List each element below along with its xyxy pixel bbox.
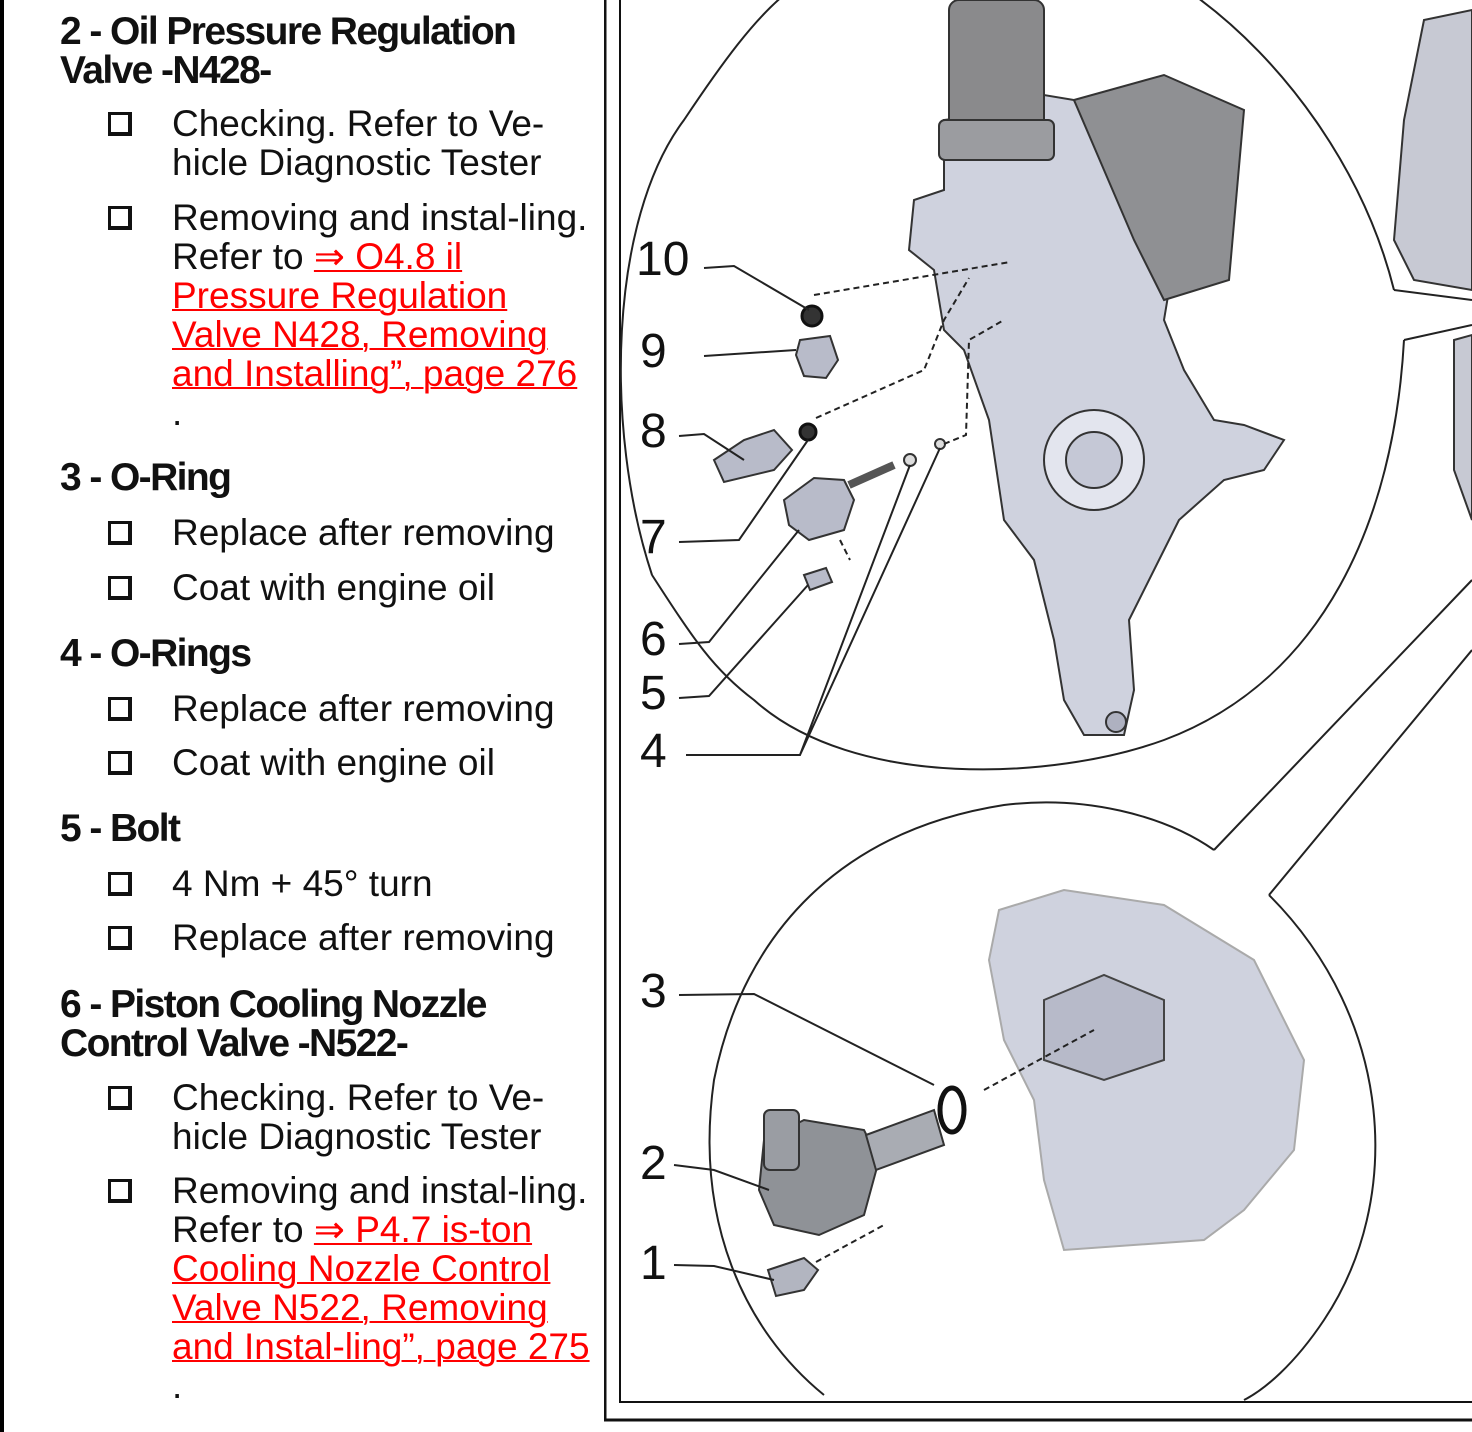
- oil-filter-housing: [907, 0, 1286, 736]
- checkbox-bullet-icon: [108, 872, 132, 896]
- item-text: Replace after removing: [172, 917, 555, 958]
- adjacent-housing-upper: [1392, 8, 1472, 292]
- checkbox-bullet-icon: [108, 576, 132, 600]
- outer-frame: [604, 0, 1472, 1422]
- reference-link-n428[interactable]: ⇒ O4.8 il Pressure Regulation Valve N428…: [172, 236, 578, 394]
- callout-label-6: 6: [640, 613, 667, 666]
- zoom-connector-lower: [1213, 579, 1472, 896]
- callout-label-7: 7: [640, 511, 667, 564]
- checkbox-bullet-icon: [108, 112, 132, 136]
- item-text: Replace after removing: [172, 512, 555, 553]
- section-heading-6: 6 - Piston Cooling Nozzle Control Valve …: [60, 983, 487, 1065]
- checkbox-bullet-icon: [108, 521, 132, 545]
- figure-drawing: [604, 0, 1472, 1422]
- checkbox-bullet-icon: [108, 1179, 132, 1203]
- page-edge-rule: [0, 0, 4, 1432]
- callout-label-8: 8: [640, 405, 667, 458]
- section-heading-5: 5 - Bolt: [60, 807, 181, 850]
- zoom-connector-upper: [1393, 289, 1472, 341]
- section-heading-2: 2 - Oil Pressure Regulation Valve -N428-: [60, 10, 517, 92]
- detail-circle-lower: [708, 801, 1377, 1401]
- item-text: Removing and instal-ling. Refer to ⇒ O4.…: [172, 197, 588, 433]
- callout-leaders: [673, 264, 941, 1281]
- callout-label-2: 2: [640, 1137, 667, 1190]
- section-heading-4: 4 - O-Rings: [60, 632, 252, 675]
- valve-bore: [1043, 973, 1165, 1082]
- reference-link-n522[interactable]: ⇒ P4.7 is-ton Cooling Nozzle Control Val…: [172, 1209, 590, 1367]
- item-text: Replace after removing: [172, 688, 555, 729]
- item-text: Removing and instal-ling. Refer to ⇒ P4.…: [172, 1170, 590, 1406]
- callout-label-9: 9: [640, 325, 667, 378]
- checkbox-bullet-icon: [108, 206, 132, 230]
- checkbox-bullet-icon: [108, 751, 132, 775]
- callout-label-1: 1: [640, 1237, 667, 1290]
- checkbox-bullet-icon: [108, 1086, 132, 1110]
- callout-label-3: 3: [640, 965, 667, 1018]
- adjacent-housing-middle: [1453, 333, 1472, 521]
- exploded-view-figure: 10 9 8 7 6 5 4 3 2 1: [604, 0, 1472, 1432]
- callout-label-10: 10: [636, 233, 690, 286]
- assembly-paths-upper: [813, 261, 1011, 561]
- item-text: Coat with engine oil: [172, 742, 495, 783]
- item-text: 4 Nm + 45° turn: [172, 863, 433, 904]
- small-parts-upper: [712, 304, 946, 592]
- checkbox-bullet-icon: [108, 926, 132, 950]
- assembly-paths-lower: [815, 1029, 1095, 1263]
- item-text: Coat with engine oil: [172, 567, 495, 608]
- callout-label-4: 4: [640, 725, 667, 778]
- checkbox-bullet-icon: [108, 697, 132, 721]
- inner-frame: [619, 0, 1472, 1403]
- small-parts-lower: [757, 1085, 967, 1298]
- callout-label-5: 5: [640, 667, 667, 720]
- item-text: Checking. Refer to Ve-hicle Diagnostic T…: [172, 1077, 545, 1157]
- legend-column: 2 - Oil Pressure Regulation Valve -N428-…: [0, 0, 600, 1432]
- section-heading-3: 3 - O-Ring: [60, 456, 232, 499]
- cylinder-block-section: [987, 888, 1306, 1252]
- item-text: Checking. Refer to Ve-hicle Diagnostic T…: [172, 103, 545, 183]
